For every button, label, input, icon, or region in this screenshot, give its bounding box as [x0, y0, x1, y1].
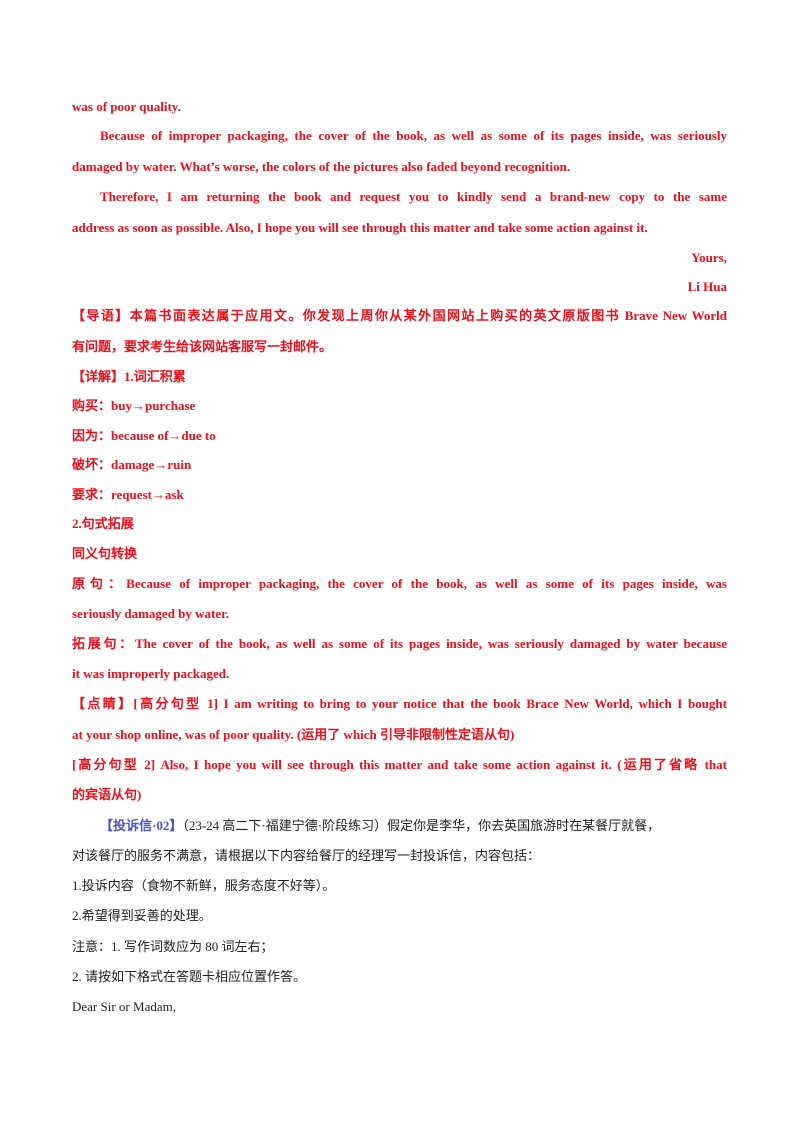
task-line-6: 2. 请按如下格式在答题卡相应位置作答。: [72, 969, 307, 984]
comment-line-3: [高分句型 2] Also, I hope you will see throu…: [72, 757, 727, 772]
letter-paragraph-3-line-1: Therefore, I am returning the book and r…: [100, 189, 727, 204]
vocab-item: 要求：request→ask: [72, 487, 184, 502]
task-intro: （23-24 高二下·福建宁德·阶段练习）假定你是李华，你去英国旅游时在某餐厅就…: [182, 818, 661, 833]
original-sentence-line-1: 原句：Because of improper packaging, the co…: [72, 576, 727, 591]
letter-closing: Yours,: [691, 250, 727, 265]
vocab-item: 破坏：damage→ruin: [72, 457, 192, 472]
guide-line-2: 有问题，要求考生给该网站客服写一封邮件。: [72, 339, 333, 354]
section-heading: 2.句式拓展: [72, 516, 134, 531]
extended-sentence-line-1: 拓展句：The cover of the book, as well as so…: [72, 636, 727, 651]
letter-signature: Li Hua: [687, 279, 727, 294]
guide-line-1: 【导语】本篇书面表达属于应用文。你发现上周你从某外国网站上购买的英文原版图书 B…: [72, 308, 727, 323]
letter-paragraph-2-line-2: damaged by water. What’s worse, the colo…: [72, 159, 571, 174]
task-line-2: 对该餐厅的服务不满意，请根据以下内容给餐厅的经理写一封投诉信，内容包括：: [72, 848, 541, 863]
extended-sentence-line-2: it was improperly packaged.: [72, 666, 230, 681]
subsection-heading: 同义句转换: [72, 546, 138, 561]
task-line-5: 注意：1. 写作词数应为 80 词左右；: [72, 939, 274, 954]
comment-line-4: 的宾语从句): [72, 787, 142, 802]
vocab-item: 购买：buy→purchase: [72, 398, 196, 413]
letter-line: was of poor quality.: [72, 99, 181, 114]
comment-line-2: at your shop online, was of poor quality…: [72, 727, 515, 742]
task-line-7: Dear Sir or Madam,: [72, 999, 176, 1014]
vocab-item: 因为：because of→due to: [72, 428, 216, 443]
task-line-1: 【投诉信·02】（23-24 高二下·福建宁德·阶段练习）假定你是李华，你去英国…: [100, 817, 727, 835]
letter-paragraph-3-line-2: address as soon as possible. Also, I hop…: [72, 220, 648, 235]
original-sentence-line-2: seriously damaged by water.: [72, 606, 229, 621]
task-line-4: 2.希望得到妥善的处理。: [72, 908, 212, 923]
letter-paragraph-2-line-1: Because of improper packaging, the cover…: [100, 128, 727, 143]
comment-line-1: 【点睛】[高分句型 1] I am writing to bring to yo…: [72, 696, 727, 711]
task-line-3: 1.投诉内容（食物不新鲜，服务态度不好等）。: [72, 878, 336, 893]
detail-heading: 【详解】1.词汇积累: [72, 369, 186, 384]
task-tag: 【投诉信·02】: [100, 818, 183, 833]
